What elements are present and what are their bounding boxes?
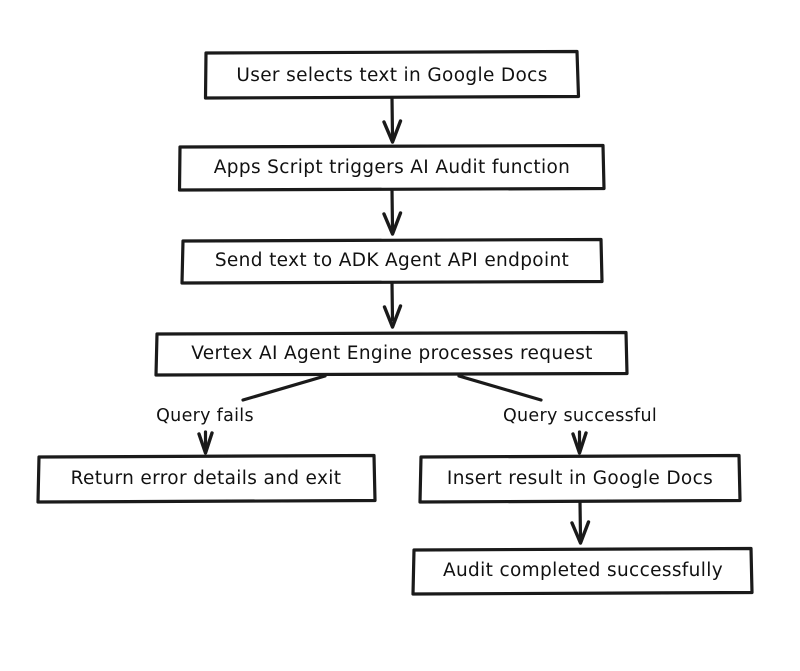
connector-n2-n3 [382,188,403,236]
edge-label-query-successful: Query successful [503,406,657,426]
arrow-head-icon [570,520,591,545]
node-box-shape [154,330,629,377]
node-label: User selects text in Google Docs [236,65,547,86]
arrow-head-icon [197,431,214,455]
node-vertex-ai-agent-engine[interactable]: Vertex AI Agent Engine processes request [154,330,629,377]
node-label: Apps Script triggers AI Audit function [214,157,570,178]
connector-n1-n2 [382,96,403,144]
connector-n6-n7 [570,500,591,545]
node-box-shape [418,453,742,504]
node-apps-script-triggers[interactable]: Apps Script triggers AI Audit function [177,143,606,192]
node-label: Return error details and exit [71,468,342,489]
connector-diagonal-left [241,374,327,402]
arrow-head-icon [382,304,403,329]
node-box-shape [203,49,581,100]
connector-diagonal-right [457,374,543,402]
node-user-selects-text[interactable]: User selects text in Google Docs [203,49,581,100]
connector-line [390,188,395,230]
arrow-head-icon [382,211,403,236]
connector-n4-n6-success: Query successful [457,374,657,455]
arrow-head-icon [571,431,588,455]
connector-n4-n5-fail: Query fails [156,374,327,455]
edge-label-query-fails: Query fails [156,406,254,426]
node-insert-result-google-docs[interactable]: Insert result in Google Docs [418,453,742,504]
node-box-shape [411,546,754,596]
node-box-shape [177,143,606,192]
connector-line [578,500,583,539]
node-box-shape [180,237,604,285]
arrow-head-icon [382,119,403,144]
node-return-error-details[interactable]: Return error details and exit [36,453,377,504]
node-send-text-adk-endpoint[interactable]: Send text to ADK Agent API endpoint [180,237,604,285]
node-label: Send text to ADK Agent API endpoint [215,250,569,271]
node-audit-completed[interactable]: Audit completed successfully [411,546,754,596]
connector-line [390,96,395,138]
node-label: Insert result in Google Docs [447,468,713,489]
node-label: Audit completed successfully [443,560,723,581]
node-box-shape [36,453,377,504]
node-label: Vertex AI Agent Engine processes request [191,343,593,364]
connector-n3-n4 [382,281,403,329]
connector-line [390,281,395,322]
